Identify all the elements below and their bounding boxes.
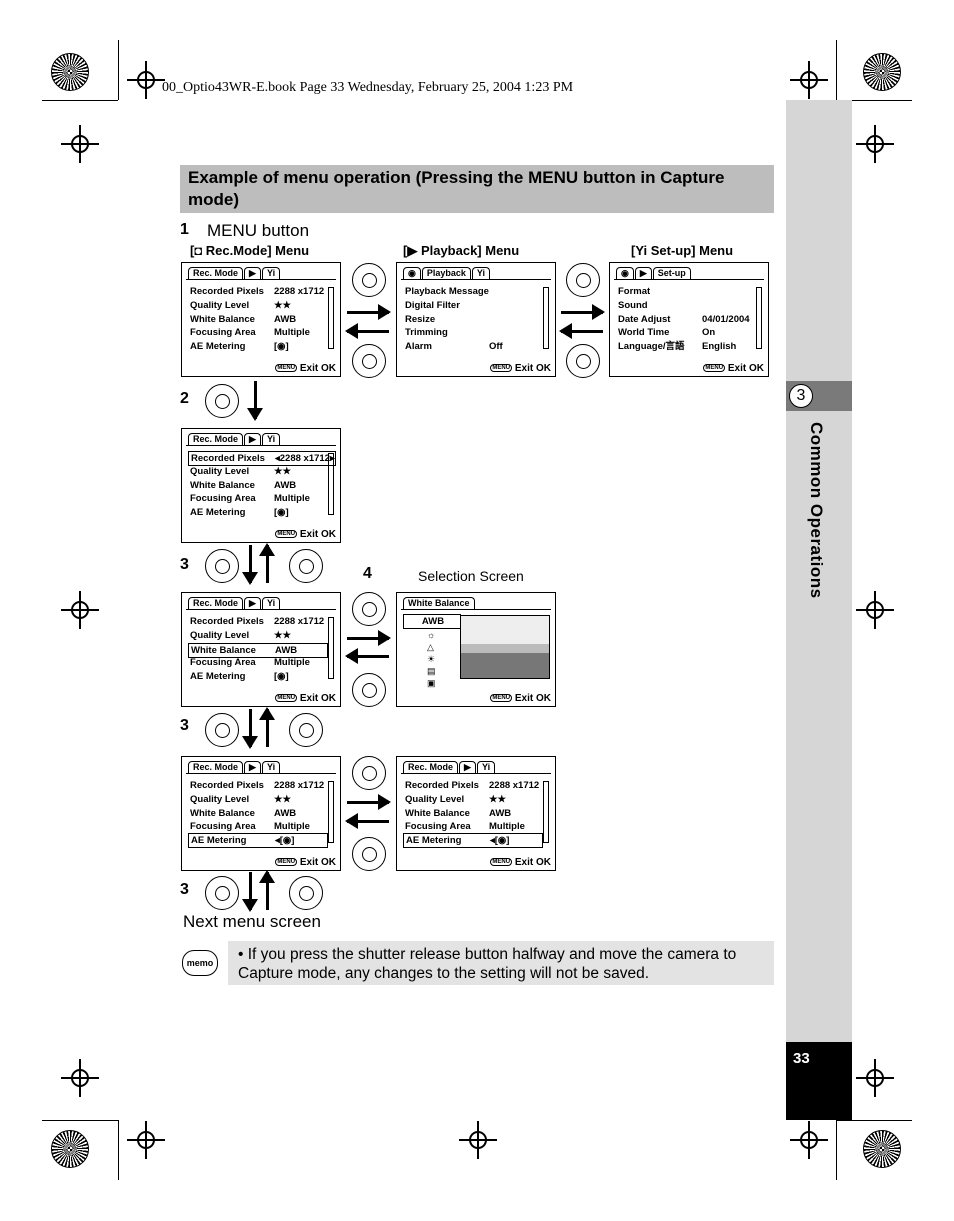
- four-way-controller-icon: [566, 344, 600, 378]
- registration-mark-icon: [863, 53, 901, 91]
- crosshair-icon: [71, 601, 89, 619]
- tab-white-balance: White Balance: [403, 597, 475, 609]
- crosshair-icon: [800, 1131, 818, 1149]
- tab-playback-icon: ▶: [635, 267, 652, 279]
- four-way-controller-icon: [352, 344, 386, 378]
- memo-icon: memo: [182, 950, 218, 976]
- crop-mark: [836, 1120, 837, 1180]
- step-1-text: MENU button: [207, 221, 309, 241]
- page-number: 33: [793, 1050, 810, 1067]
- step-number: 3: [180, 881, 189, 899]
- book-header: 00_Optio43WR-E.book Page 33 Wednesday, F…: [162, 80, 573, 96]
- rec-menu-label: [◘ Rec.Mode] Menu: [190, 243, 309, 258]
- four-way-controller-icon: [205, 384, 239, 418]
- step-number: 3: [180, 556, 189, 574]
- chapter-sidebar: [786, 100, 852, 1120]
- step-number: 4: [363, 565, 372, 583]
- tab-playback: Playback: [422, 267, 471, 279]
- tab-playback-icon: ▶: [244, 267, 261, 279]
- next-menu-label: Next menu screen: [183, 912, 321, 932]
- arrow-down-icon: [249, 872, 252, 910]
- crosshair-icon: [137, 71, 155, 89]
- step-number: 1: [180, 221, 189, 239]
- arrow-up-icon: [266, 872, 269, 910]
- rec-mode-screen-step2: Rec. Mode▶Yi Recorded Pixels◂2288 x1712▸…: [181, 428, 341, 543]
- arrow-right-icon: [347, 637, 389, 640]
- tab-setup: Set-up: [653, 267, 691, 279]
- registration-mark-icon: [51, 1130, 89, 1168]
- arrow-right-icon: [347, 801, 389, 804]
- registration-mark-icon: [51, 53, 89, 91]
- section-title: Example of menu operation (Pressing the …: [188, 167, 768, 211]
- four-way-controller-icon: [289, 876, 323, 910]
- tab-camera-icon: ◉: [616, 267, 634, 279]
- arrow-left-icon: [347, 655, 389, 658]
- memo-text: • If you press the shutter release butto…: [238, 945, 768, 983]
- four-way-controller-icon: [352, 673, 386, 707]
- setup-menu-label: [Yi Set-up] Menu: [631, 243, 733, 258]
- four-way-controller-icon: [205, 876, 239, 910]
- arrow-down-icon: [249, 545, 252, 583]
- chapter-title: Common Operations: [806, 422, 826, 599]
- crop-mark: [836, 40, 837, 100]
- four-way-controller-icon: [205, 713, 239, 747]
- four-way-controller-icon: [289, 549, 323, 583]
- arrow-left-icon: [347, 820, 389, 823]
- arrow-down-icon: [254, 381, 257, 419]
- crop-mark: [42, 1120, 118, 1121]
- crosshair-icon: [469, 1131, 487, 1149]
- registration-mark-icon: [863, 1130, 901, 1168]
- crop-mark: [836, 1120, 912, 1121]
- step-number: 2: [180, 390, 189, 408]
- crop-mark: [42, 100, 118, 101]
- tab-camera-icon: ◉: [403, 267, 421, 279]
- selection-screen-label: Selection Screen: [418, 568, 524, 584]
- arrow-left-icon: [347, 330, 389, 333]
- chapter-number: 3: [789, 384, 813, 408]
- four-way-controller-icon: [352, 756, 386, 790]
- white-balance-screen: White Balance AWB ☼△☀▤▣ MENU Exit OK: [396, 592, 556, 707]
- tab-rec-mode: Rec. Mode: [188, 267, 243, 279]
- crop-mark: [118, 1120, 119, 1180]
- four-way-controller-icon: [566, 263, 600, 297]
- crosshair-icon: [137, 1131, 155, 1149]
- playback-menu-label: [▶ Playback] Menu: [403, 243, 519, 259]
- crosshair-icon: [866, 135, 884, 153]
- step-number: 3: [180, 717, 189, 735]
- four-way-controller-icon: [352, 837, 386, 871]
- wb-option-awb: AWB: [403, 614, 461, 629]
- tab-setup-icon: Yi: [262, 267, 280, 279]
- crop-mark: [118, 40, 119, 100]
- crosshair-icon: [71, 1069, 89, 1087]
- crosshair-icon: [800, 71, 818, 89]
- crosshair-icon: [866, 601, 884, 619]
- crosshair-icon: [866, 1069, 884, 1087]
- preview-photo-icon: [460, 615, 550, 679]
- tab-setup-icon: Yi: [472, 267, 490, 279]
- arrow-right-icon: [347, 311, 389, 314]
- arrow-down-icon: [249, 709, 252, 747]
- four-way-controller-icon: [289, 713, 323, 747]
- four-way-controller-icon: [352, 592, 386, 626]
- arrow-left-icon: [561, 330, 603, 333]
- arrow-up-icon: [266, 545, 269, 583]
- arrow-right-icon: [561, 311, 603, 314]
- four-way-controller-icon: [352, 263, 386, 297]
- wb-icons: ☼△☀▤▣: [427, 629, 436, 689]
- crosshair-icon: [71, 135, 89, 153]
- arrow-up-icon: [266, 709, 269, 747]
- four-way-controller-icon: [205, 549, 239, 583]
